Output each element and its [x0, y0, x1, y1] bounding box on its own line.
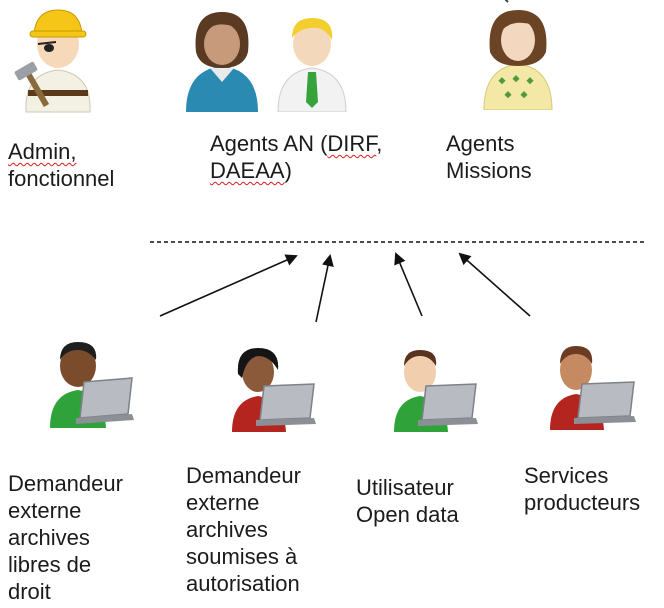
utilisateur-open-data-label: Utilisateur Open data [356, 475, 459, 527]
agents-an-label-part-b: DIRF [327, 131, 377, 156]
laptop-user-icon [546, 342, 640, 430]
agents-an-label-part-e: ) [284, 158, 292, 183]
laptop-user-icon [390, 346, 482, 432]
admin-label: Admin,fonctionnel [8, 138, 114, 192]
arrow-3 [394, 252, 423, 317]
agents-missions-label-line1: Agents [446, 131, 515, 156]
arrow-4 [458, 252, 531, 317]
agents-an-label-part-d: DAEAA [210, 158, 285, 183]
agents-an-label-part-c: , [376, 131, 383, 156]
arrow-2 [315, 254, 334, 323]
demandeur-libres-label: Demandeur externe archives libres de dro… [8, 471, 123, 604]
agents-an-label-part-a: Agents AN ( [210, 131, 328, 156]
laptop-user-icon [228, 344, 320, 432]
man-with-tie-icon [274, 10, 350, 112]
demandeur-soumises-label: Demandeur externe archives soumises à au… [186, 463, 301, 596]
admin-label-line2: fonctionnel [8, 166, 115, 191]
agents-missions-label-line2: Missions [446, 158, 532, 183]
woman-agent-icon [480, 0, 556, 110]
construction-worker-icon [12, 4, 104, 114]
arrow-1 [159, 254, 298, 317]
woman-agent-icon [182, 8, 262, 112]
agents-an-label: Agents AN (DIRF, DAEAA) [210, 130, 382, 184]
services-producteurs-label: Services producteurs [524, 463, 641, 515]
laptop-user-icon [46, 338, 140, 428]
admin-label-line1: Admin, [8, 139, 77, 164]
